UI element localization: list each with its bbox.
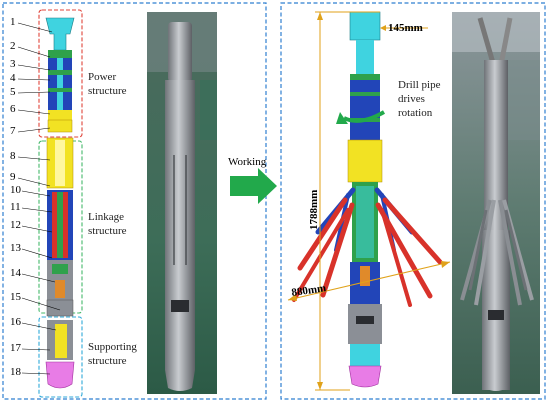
- rotation-label: drives: [398, 93, 425, 105]
- part-number: 17: [10, 342, 22, 354]
- part-number: 12: [10, 219, 21, 231]
- power-structure-box: [38, 9, 83, 138]
- part-number: 2: [10, 40, 16, 52]
- rotation-label: rotation: [398, 107, 433, 119]
- part-number: 3: [10, 58, 16, 70]
- part-number: 18: [10, 366, 22, 378]
- supporting-structure-label: Supporting: [88, 341, 137, 353]
- part-number-callouts: 1 2 3 4 5 6 7 8 9 10 11 12 13 14 15 16 1…: [10, 16, 61, 378]
- linkage-structure-label: Linkage: [88, 211, 124, 223]
- part-number: 8: [10, 150, 16, 162]
- part-number: 6: [10, 103, 16, 115]
- part-number: 16: [10, 316, 22, 328]
- power-structure-label: Power: [88, 71, 116, 83]
- part-number: 15: [10, 291, 22, 303]
- dimension-top-width: 145mm: [315, 11, 428, 34]
- photo-expanded-tool: [452, 12, 540, 394]
- part-number: 9: [10, 171, 16, 183]
- part-number: 14: [10, 267, 22, 279]
- dimension-height: 1788mm: [308, 12, 350, 391]
- dim-height-label: 1788mm: [308, 190, 320, 230]
- rotation-arrow: [343, 110, 386, 123]
- linkage-structure-label: structure: [88, 225, 127, 237]
- part-number: 1: [10, 16, 16, 28]
- part-number: 5: [10, 86, 16, 98]
- dimension-span: 880mm: [287, 261, 451, 301]
- supporting-structure-box: [38, 316, 83, 398]
- left-panel-border: [2, 2, 267, 400]
- working-arrow: [230, 168, 277, 204]
- part-number: 10: [10, 184, 22, 196]
- power-structure-label: structure: [88, 85, 127, 97]
- photo-collapsed-tool: [147, 12, 217, 394]
- rotation-arrow-head: [336, 112, 348, 124]
- dim-span-label: 880mm: [291, 282, 327, 299]
- part-number: 11: [10, 201, 21, 213]
- part-number: 4: [10, 72, 16, 84]
- part-number: 7: [10, 125, 16, 137]
- supporting-structure-label: structure: [88, 355, 127, 367]
- tool-schematic-expanded: [292, 11, 443, 388]
- part-number: 13: [10, 242, 22, 254]
- tool-schematic-collapsed: [45, 17, 75, 389]
- working-label: Working: [228, 156, 267, 168]
- right-panel-border: [280, 2, 546, 400]
- rotation-label: Drill pipe: [398, 79, 441, 91]
- dim-top-label: 145mm: [388, 22, 423, 34]
